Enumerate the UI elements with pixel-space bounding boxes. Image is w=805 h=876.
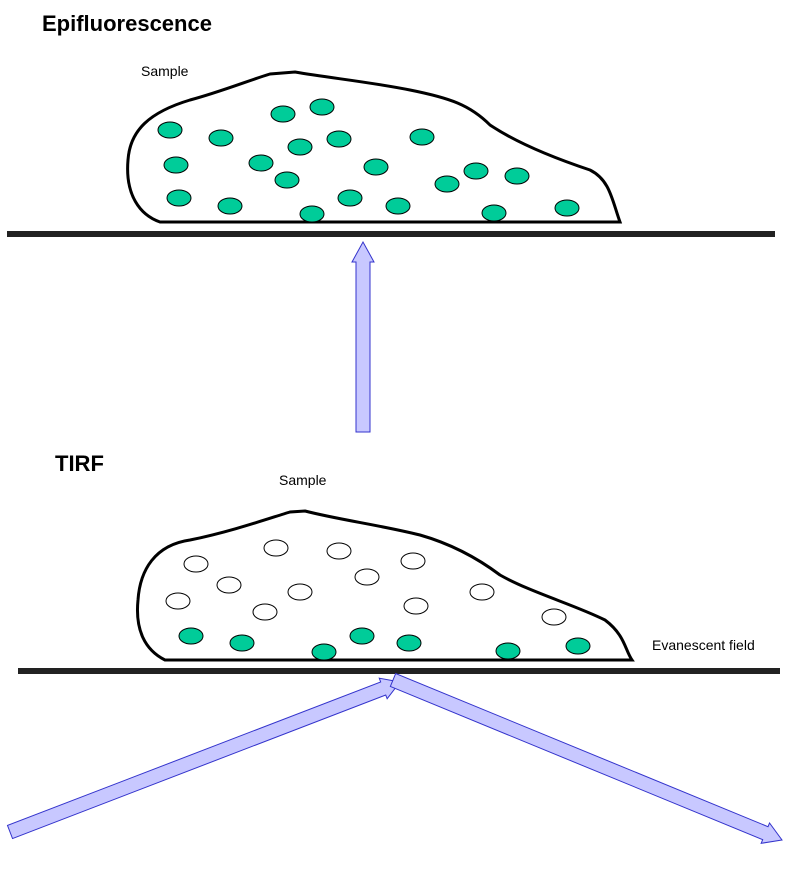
fluorophore-unexcited — [183, 555, 209, 573]
fluorophore-excited — [504, 167, 530, 185]
fluorophore-excited — [166, 189, 192, 207]
fluorophore-unexcited — [326, 542, 352, 560]
fluorophore-unexcited — [354, 568, 380, 586]
fluorophore-excited — [481, 204, 507, 222]
fluorophore-unexcited — [165, 592, 191, 610]
fluorophore-excited — [337, 189, 363, 207]
fluorophore-unexcited — [263, 539, 289, 557]
fluorophore-excited — [326, 130, 352, 148]
fluorophore-excited — [385, 197, 411, 215]
fluorophore-excited — [274, 171, 300, 189]
tirf-sample-label: Sample — [279, 472, 327, 488]
fluorophore-excited — [270, 105, 296, 123]
fluorophore-excited — [229, 634, 255, 652]
fluorophore-excited — [495, 642, 521, 660]
fluorophore-excited — [409, 128, 435, 146]
evanescent-field-label: Evanescent field — [652, 637, 755, 653]
fluorophore-excited — [363, 158, 389, 176]
epi-sample-outline — [126, 70, 623, 224]
fluorophore-excited — [248, 154, 274, 172]
fluorophore-excited — [311, 643, 337, 661]
fluorophores — [157, 98, 591, 661]
fluorophore-excited — [178, 627, 204, 645]
fluorophore-excited — [309, 98, 335, 116]
fluorophore-unexcited — [403, 597, 429, 615]
fluorophore-excited — [554, 199, 580, 217]
fluorophore-unexcited — [541, 608, 567, 626]
tirf-coverslip — [18, 668, 780, 674]
fluorophore-excited — [396, 634, 422, 652]
tirf-title: TIRF — [55, 451, 104, 476]
fluorophore-excited — [565, 637, 591, 655]
fluorophore-unexcited — [216, 576, 242, 594]
fluorophore-unexcited — [400, 552, 426, 570]
tirf-sample-outline — [135, 509, 635, 662]
fluorophore-excited — [349, 627, 375, 645]
fluorophore-excited — [217, 197, 243, 215]
fluorophore-excited — [299, 205, 325, 223]
fluorophore-excited — [163, 156, 189, 174]
fluorophore-unexcited — [287, 583, 313, 601]
tirf-sample-group — [18, 509, 780, 674]
reflected-arrow — [389, 672, 783, 844]
epi-title: Epifluorescence — [42, 11, 212, 36]
incident-arrow — [6, 677, 401, 840]
fluorophore-excited — [463, 162, 489, 180]
fluorophore-excited — [434, 175, 460, 193]
fluorophore-excited — [287, 138, 313, 156]
fluorophore-excited — [157, 121, 183, 139]
fluorophore-excited — [208, 129, 234, 147]
epi-sample-label: Sample — [141, 63, 189, 79]
epi-coverslip — [7, 231, 775, 237]
excitation-arrow-up — [351, 240, 375, 433]
epi-sample-group — [7, 70, 775, 237]
fluorophore-unexcited — [252, 603, 278, 621]
fluorophore-unexcited — [469, 583, 495, 601]
